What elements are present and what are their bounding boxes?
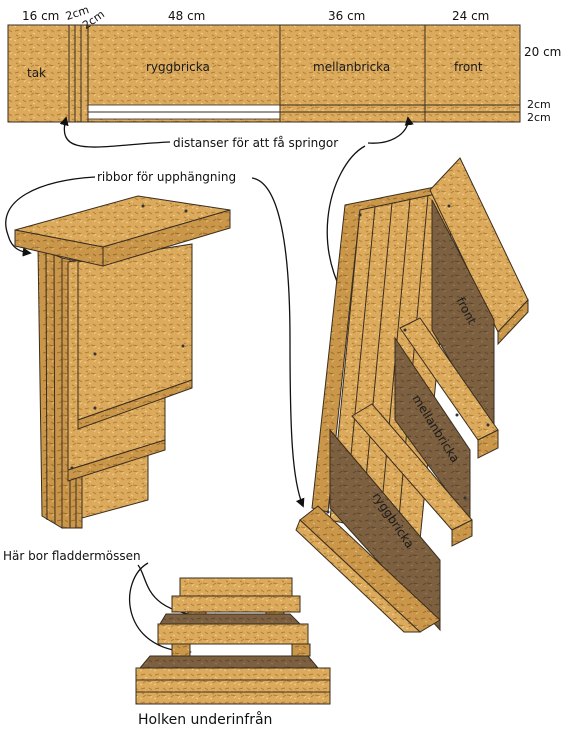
bottom-view [135, 577, 331, 705]
bottom-view-upper-gap [159, 613, 302, 625]
width-label-front: 24 cm [452, 9, 489, 23]
height-label-strip1: 2cm [527, 98, 551, 111]
left-box-side [37, 247, 63, 529]
annotation-bats-live: Här bor fladdermössen [3, 549, 141, 563]
annotation-ribs: ribbor för upphängning [97, 170, 236, 184]
annotation-arrows [5, 116, 414, 657]
part-label-mellanbricka: mellanbricka [313, 60, 390, 74]
cut-plan: 16 cm 2cm 2cm 48 cm 36 cm 24 cm 20 cm 2c… [7, 3, 561, 124]
height-label-board: 20 cm [524, 45, 561, 59]
arrow-spacers-left [59, 116, 171, 148]
part-label-ryggbricka: ryggbricka [146, 60, 210, 74]
exploded-bat-box: front mellanbricka ryggbricka [295, 157, 529, 633]
bottom-view-base [135, 667, 331, 705]
width-label-mellanbricka: 36 cm [328, 9, 365, 23]
part-label-tak: tak [27, 66, 46, 80]
width-label-tak: 16 cm [22, 9, 59, 23]
arrow-ribs-left [5, 176, 96, 257]
part-label-front: front [454, 60, 483, 74]
left-box-roof-side [14, 229, 104, 267]
arrow-ribs-right [251, 177, 305, 508]
annotation-spacers: distanser för att få springor [173, 136, 338, 150]
assembled-bat-box [14, 195, 231, 529]
annotation-bottom-view: Holken underinfrån [138, 711, 272, 728]
bottom-view-lower-gap [138, 655, 320, 669]
exploded-rygg-face [329, 428, 441, 632]
arrow-spacers-right [367, 116, 414, 144]
height-label-strip2: 2cm [527, 111, 551, 124]
arrow-bats-lower [129, 562, 192, 657]
width-label-ryggbricka: 48 cm [168, 9, 205, 23]
